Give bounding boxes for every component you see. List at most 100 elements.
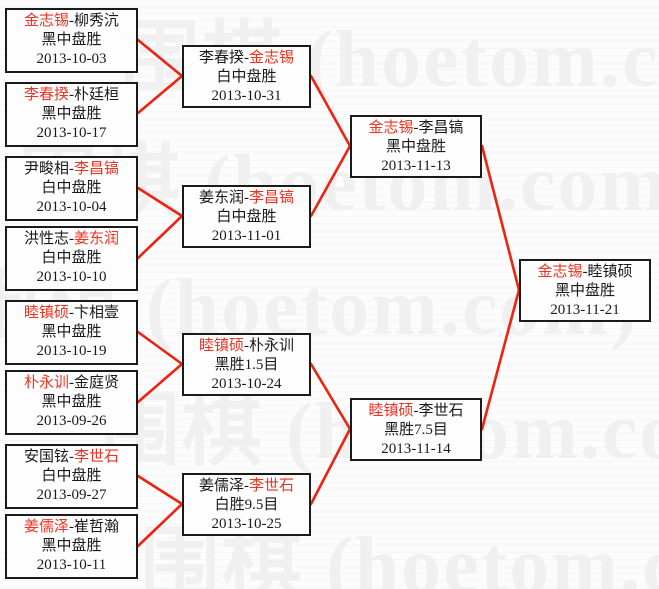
match-result: 白中盘胜 <box>216 209 277 226</box>
player-winner: 李昌镐 <box>249 190 295 206</box>
match-date: 2013-11-01 <box>211 228 282 245</box>
match-box-r1-5[interactable]: 睦镇硕-卞相壹 黑中盘胜 2013-10-19 <box>5 300 138 365</box>
player-winner: 睦镇硕 <box>368 403 414 419</box>
vs-dash: - <box>413 120 419 136</box>
match-players: 洪性志-姜东润 <box>7 230 136 249</box>
match-date: 2013-10-04 <box>36 199 107 216</box>
match-players: 姜东润-李昌镐 <box>184 189 309 208</box>
player-winner: 睦镇硕 <box>23 305 69 321</box>
vs-dash: - <box>69 13 74 29</box>
vs-dash: - <box>413 403 419 419</box>
player-winner: 李春揆 <box>23 87 69 103</box>
match-result: 黑中盘胜 <box>41 538 102 555</box>
player-winner: 姜东润 <box>74 231 120 247</box>
player-loser: 李昌镐 <box>418 120 464 136</box>
match-date: 2013-10-19 <box>36 343 107 360</box>
match-date: 2013-11-21 <box>550 302 620 319</box>
match-box-r1-6[interactable]: 朴永训-金庭贤 黑中盘胜 2013-09-26 <box>5 370 138 435</box>
match-date: 2013-10-17 <box>36 125 107 142</box>
connector-r1-m1 <box>136 38 184 78</box>
match-result: 黑胜7.5目 <box>384 422 448 439</box>
match-box-r1-4[interactable]: 洪性志-姜东润 白中盘胜 2013-10-10 <box>5 226 138 291</box>
match-box-semifinal-2[interactable]: 睦镇硕-李世石 黑胜7.5目 2013-11-14 <box>350 398 482 461</box>
player-winner: 姜儒泽 <box>23 519 69 535</box>
connector-r3-m1 <box>480 144 521 292</box>
player-loser: 金庭贤 <box>74 375 120 391</box>
match-players: 尹畯相-李昌镐 <box>7 160 136 179</box>
match-box-r1-2[interactable]: 李春揆-朴廷桓 黑中盘胜 2013-10-17 <box>5 82 138 147</box>
match-players: 朴永训-金庭贤 <box>7 374 136 393</box>
match-result: 白胜9.5目 <box>214 497 279 514</box>
player-winner: 睦镇硕 <box>198 338 244 354</box>
player-winner: 金志锡 <box>537 264 583 280</box>
connector-r2-m1 <box>309 74 352 148</box>
connector-r1-m3 <box>136 186 184 218</box>
match-date: 2013-11-13 <box>381 158 451 175</box>
player-loser: 洪性志 <box>23 231 69 247</box>
connector-r2-m3 <box>309 362 352 431</box>
match-box-r1-8[interactable]: 姜儒泽-崔哲瀚 黑中盘胜 2013-10-11 <box>5 514 138 579</box>
match-box-r2-4[interactable]: 姜儒泽-李世石 白胜9.5目 2013-10-25 <box>182 473 311 536</box>
match-players: 姜儒泽-李世石 <box>184 477 309 496</box>
match-players: 姜儒泽-崔哲瀚 <box>7 518 136 537</box>
player-winner: 金志锡 <box>368 120 414 136</box>
match-date: 2013-10-10 <box>36 269 107 286</box>
player-loser: 卞相壹 <box>74 305 120 321</box>
connector-r1-m7 <box>136 474 184 506</box>
vs-dash: - <box>69 305 74 321</box>
match-result: 黑中盘胜 <box>385 139 446 156</box>
match-result: 白中盘胜 <box>41 468 102 485</box>
player-loser: 李世石 <box>418 403 464 419</box>
player-loser: 朴永训 <box>249 338 295 354</box>
match-result: 黑中盘胜 <box>554 283 615 300</box>
match-date: 2013-10-03 <box>36 51 107 68</box>
match-result: 黑胜1.5目 <box>214 357 279 374</box>
match-result: 黑中盘胜 <box>41 394 102 411</box>
match-box-r1-1[interactable]: 金志锡-柳秀沆 黑中盘胜 2013-10-03 <box>5 8 138 73</box>
vs-dash: - <box>69 449 74 465</box>
player-loser: 崔哲瀚 <box>74 519 120 535</box>
vs-dash: - <box>582 264 588 280</box>
vs-dash: - <box>69 519 74 535</box>
connector-r2-m4 <box>309 427 352 506</box>
player-winner: 李世石 <box>74 449 120 465</box>
match-result: 白中盘胜 <box>216 69 277 86</box>
match-box-r2-2[interactable]: 姜东润-李昌镐 白中盘胜 2013-11-01 <box>182 185 311 248</box>
player-loser: 朴廷桓 <box>74 87 120 103</box>
player-loser: 柳秀沆 <box>74 13 120 29</box>
match-box-r2-3[interactable]: 睦镇硕-朴永训 黑胜1.5目 2013-10-24 <box>182 333 311 396</box>
match-date: 2013-10-24 <box>211 376 282 393</box>
match-result: 黑中盘胜 <box>41 106 102 123</box>
match-players: 金志锡-李昌镐 <box>352 119 480 138</box>
match-date: 2013-09-27 <box>36 487 107 504</box>
match-players: 李春揆-金志锡 <box>184 49 309 68</box>
player-winner: 朴永训 <box>23 375 69 391</box>
match-players: 李春揆-朴廷桓 <box>7 86 136 105</box>
vs-dash: - <box>69 231 74 247</box>
match-date: 2013-09-26 <box>36 413 107 430</box>
match-date: 2013-11-14 <box>381 441 451 458</box>
match-players: 睦镇硕-李世石 <box>352 402 480 421</box>
vs-dash: - <box>69 375 74 391</box>
player-winner: 金志锡 <box>23 13 69 29</box>
player-loser: 睦镇硕 <box>587 264 633 280</box>
match-box-r2-1[interactable]: 李春揆-金志锡 白中盘胜 2013-10-31 <box>182 45 311 108</box>
match-box-r1-7[interactable]: 安国铉-李世石 白中盘胜 2013-09-27 <box>5 444 138 509</box>
match-players: 睦镇硕-卞相壹 <box>7 304 136 323</box>
vs-dash: - <box>244 338 249 354</box>
player-winner: 李昌镐 <box>74 161 120 177</box>
match-date: 2013-10-31 <box>211 88 282 105</box>
match-date: 2013-10-25 <box>211 516 282 533</box>
match-box-final[interactable]: 金志锡-睦镇硕 黑中盘胜 2013-11-21 <box>519 259 651 322</box>
match-players: 金志锡-柳秀沆 <box>7 12 136 31</box>
vs-dash: - <box>244 50 249 66</box>
match-date: 2013-10-11 <box>36 557 107 574</box>
match-result: 黑中盘胜 <box>41 324 102 341</box>
connector-r1-m5 <box>136 330 184 366</box>
vs-dash: - <box>69 161 74 177</box>
match-box-semifinal-1[interactable]: 金志锡-李昌镐 黑中盘胜 2013-11-13 <box>350 115 482 178</box>
vs-dash: - <box>244 478 249 494</box>
match-box-r1-3[interactable]: 尹畯相-李昌镐 白中盘胜 2013-10-04 <box>5 156 138 221</box>
connector-r1-m8 <box>136 502 184 548</box>
